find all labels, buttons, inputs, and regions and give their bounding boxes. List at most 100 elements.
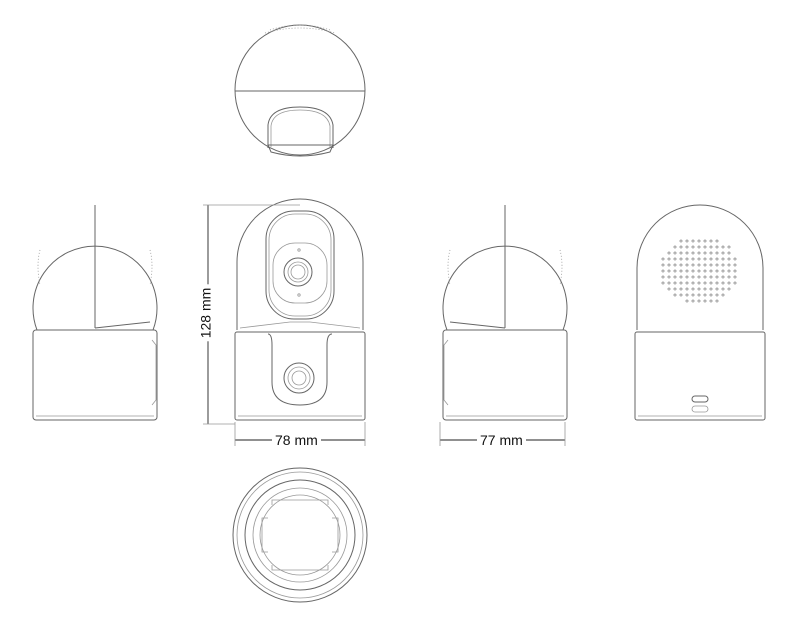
speaker-hole [715,275,719,279]
speaker-hole [721,281,725,285]
speaker-hole [733,275,737,279]
speaker-hole [715,263,719,267]
speaker-hole [685,287,689,291]
speaker-hole [697,269,701,273]
speaker-hole [661,275,665,279]
speaker-hole [667,281,671,285]
speaker-hole [721,263,725,267]
speaker-hole [709,287,713,291]
speaker-hole [709,299,713,303]
speaker-hole [709,263,713,267]
speaker-hole [661,263,665,267]
speaker-hole [715,293,719,297]
speaker-hole [679,275,683,279]
speaker-hole [673,263,677,267]
speaker-hole [733,257,737,261]
speaker-hole [727,287,731,291]
speaker-hole [691,251,695,255]
speaker-hole [697,293,701,297]
speaker-hole [721,269,725,273]
speaker-hole [733,269,737,273]
speaker-hole [679,257,683,261]
speaker-hole [673,287,677,291]
speaker-hole [703,269,707,273]
speaker-hole [709,275,713,279]
speaker-hole [715,251,719,255]
speaker-hole [733,263,737,267]
speaker-hole [673,257,677,261]
speaker-hole [685,269,689,273]
speaker-hole [685,239,689,243]
speaker-hole [691,239,695,243]
speaker-hole [691,257,695,261]
back-view [634,204,766,421]
speaker-hole [703,299,707,303]
speaker-hole [673,293,677,297]
speaker-hole [697,263,701,267]
speaker-hole [661,269,665,273]
speaker-hole [673,245,677,249]
speaker-hole [709,245,713,249]
speaker-hole [727,245,731,249]
speaker-hole [679,293,683,297]
speaker-hole [667,269,671,273]
speaker-hole [685,251,689,255]
speaker-hole [679,287,683,291]
side-depth-dimension-label: 77 mm [477,432,526,448]
speaker-hole [691,293,695,297]
speaker-hole [709,239,713,243]
speaker-hole [679,263,683,267]
speaker-hole [691,287,695,291]
speaker-hole [667,275,671,279]
speaker-hole [703,275,707,279]
speaker-hole [691,269,695,273]
bottom-view [232,467,368,603]
speaker-hole [703,239,707,243]
speaker-hole [709,269,713,273]
speaker-hole [685,257,689,261]
speaker-hole [673,281,677,285]
speaker-hole [715,269,719,273]
speaker-hole [667,287,671,291]
front-width-dimension-label: 78 mm [272,432,321,448]
speaker-hole [703,251,707,255]
speaker-hole [721,287,725,291]
speaker-hole [721,251,725,255]
speaker-hole [661,257,665,261]
speaker-hole [715,299,719,303]
speaker-hole [667,263,671,267]
speaker-hole [661,281,665,285]
speaker-hole [703,281,707,285]
speaker-hole [715,287,719,291]
speaker-hole [697,251,701,255]
speaker-hole [691,275,695,279]
speaker-hole [727,281,731,285]
speaker-hole [667,257,671,261]
speaker-hole [685,275,689,279]
speaker-hole [697,257,701,261]
speaker-hole [667,251,671,255]
speaker-hole [703,287,707,291]
speaker-hole [721,293,725,297]
speaker-hole [715,245,719,249]
speaker-hole [727,257,731,261]
speaker-hole [685,245,689,249]
speaker-hole [721,257,725,261]
left-side-view [32,205,158,421]
speaker-hole [697,245,701,249]
speaker-hole [679,245,683,249]
speaker-hole [679,269,683,273]
speaker-hole [685,263,689,267]
speaker-hole [697,239,701,243]
speaker-hole [733,281,737,285]
speaker-hole [721,275,725,279]
height-dimension-label: 128 mm [197,284,214,342]
speaker-hole [727,275,731,279]
speaker-hole [697,281,701,285]
speaker-hole [727,251,731,255]
speaker-hole [691,263,695,267]
right-side-view [442,205,568,421]
speaker-hole [691,281,695,285]
speaker-hole [703,293,707,297]
